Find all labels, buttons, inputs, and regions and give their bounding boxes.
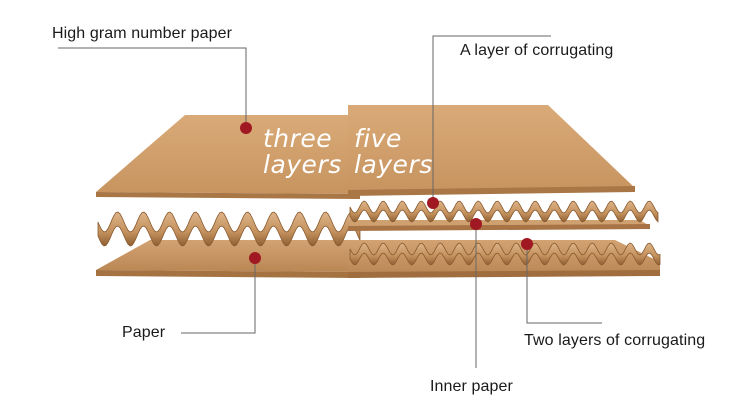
five-top-liner [348, 105, 635, 192]
five-layers-text: five layers [354, 126, 433, 178]
marker-high-gram [240, 122, 252, 134]
marker-layer-corrugating [427, 197, 439, 209]
label-layer-corrugating: A layer of corrugating [460, 42, 614, 59]
three-bottom-liner-edge [96, 270, 360, 278]
three-top-liner [96, 115, 360, 194]
leader-two-layers [526, 244, 602, 324]
label-two-layers: Two layers of corrugating [524, 332, 706, 349]
five-lower-flute [349, 242, 661, 266]
three-layer-board [96, 115, 361, 278]
leader-high-gram [58, 47, 247, 128]
five-text-line2: layers [354, 150, 433, 179]
five-upper-flute [349, 200, 659, 223]
three-top-liner-edge [96, 192, 360, 199]
five-layer-board [348, 105, 661, 278]
leader-lines [58, 35, 602, 368]
leader-layer-corrugating [432, 35, 551, 203]
marker-two-layers [521, 238, 533, 250]
label-inner-paper: Inner paper [430, 378, 513, 395]
three-layers-text: three layers [263, 126, 342, 178]
three-bottom-liner [96, 240, 360, 272]
five-bottom-liner-edge [348, 270, 660, 278]
three-text-line1: three [263, 124, 333, 153]
five-text-line1: five [354, 124, 402, 153]
five-top-liner-edge [348, 186, 635, 196]
marker-paper [249, 252, 261, 264]
leader-paper [181, 258, 256, 334]
markers [240, 122, 533, 264]
three-text-line2: layers [263, 150, 342, 179]
label-high-gram: High gram number paper [52, 25, 233, 42]
marker-inner-paper [470, 218, 482, 230]
five-inner-liner-edge [348, 224, 650, 231]
label-paper: Paper [122, 324, 166, 341]
